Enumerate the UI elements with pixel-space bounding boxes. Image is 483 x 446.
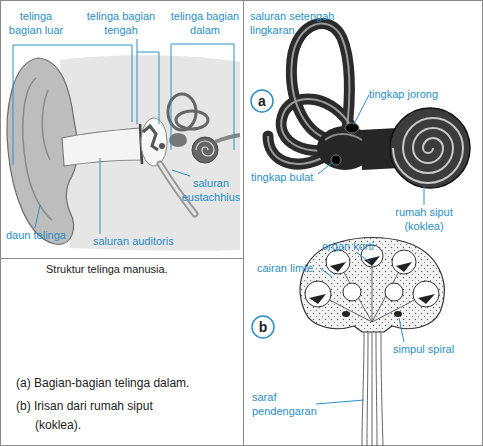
middle-ear-cavity: [141, 118, 167, 166]
stapes: [159, 143, 165, 149]
part-label: saraf pendengaran: [252, 390, 324, 418]
part-label: saluran eustachhius: [180, 176, 242, 204]
corti-membrane: [330, 262, 346, 272]
canal-highlight: [291, 24, 349, 140]
region-bracket: [137, 39, 159, 124]
leader-line: [356, 252, 370, 262]
leader-line: [424, 186, 425, 205]
cochlear-duct: [305, 281, 331, 307]
part-label: tingkap bulat: [251, 170, 336, 184]
part-label: tingkap jorong: [369, 87, 464, 101]
oval-window: [345, 123, 359, 133]
pinna-fold: [42, 90, 50, 160]
leader-line: [399, 318, 404, 342]
vestibule-highlight: [325, 134, 362, 140]
cochlear-duct: [343, 283, 361, 301]
semicircular-canal: [291, 24, 349, 140]
cochlea-shell: [390, 108, 470, 188]
nerve-fibre: [381, 332, 383, 446]
part-label: simpul spiral: [393, 342, 478, 356]
leader-line: [172, 170, 190, 176]
round-window: [331, 155, 341, 165]
leader-line: [354, 95, 369, 124]
cochlear-duct: [385, 283, 403, 301]
canal-highlight: [268, 136, 322, 164]
cochlea-outline: [300, 238, 444, 333]
nerve-fibre: [367, 332, 368, 446]
nerve-bundle: [362, 332, 383, 446]
region-bracket: [13, 45, 132, 165]
nerve-fibre: [362, 332, 364, 446]
part-label: daun telinga: [6, 228, 86, 242]
leader-group: [316, 95, 424, 404]
panel-divider: [243, 0, 244, 446]
leader-line: [316, 400, 364, 404]
ear-canal: [62, 128, 141, 166]
auditory-nerve: [215, 135, 240, 142]
part-label: organ korti: [322, 239, 392, 253]
figure-caption: Struktur telinga manusia.: [46, 262, 236, 276]
figure-caption: (a) Bagian-bagian telinga dalam.: [16, 374, 238, 392]
circle-label: b: [251, 315, 275, 339]
semicircular-canal: [176, 111, 208, 129]
leader-group: [13, 39, 234, 234]
region-bracket: [171, 44, 234, 150]
corti-membrane: [364, 256, 380, 266]
vestibule: [169, 133, 187, 147]
cochlea-spiral: [393, 118, 463, 183]
cochlea-section: [300, 238, 444, 446]
nerve-fibre: [376, 332, 377, 446]
region-label: telinga bagian dalam: [170, 9, 240, 37]
pinna-fold: [23, 78, 52, 220]
part-label: saluran auditoris: [93, 234, 193, 248]
ear-illustration: [7, 55, 240, 251]
leader-line: [318, 162, 333, 174]
labyrinth-illustration: [268, 24, 470, 188]
eustachian-tube: [160, 164, 195, 214]
leader-line: [320, 268, 332, 277]
circle-outline: [251, 90, 273, 112]
corti-membrane: [396, 262, 412, 272]
part-label: rumah siput (koklea): [388, 205, 460, 233]
panel-divider: [0, 258, 243, 259]
cochlear-duct: [392, 250, 416, 274]
panel-letter: b: [251, 315, 275, 339]
region-label: telinga bagian tengah: [82, 9, 160, 37]
eustachian-tube-lumen: [160, 164, 195, 214]
panel-letter: a: [250, 89, 274, 113]
corti-membrane: [309, 294, 326, 304]
part-label: cairan limfe: [257, 261, 332, 275]
part-label: saluran setengah lingkaran: [250, 9, 350, 37]
corti-membrane: [418, 294, 435, 304]
leader-line: [100, 158, 101, 234]
cochlear-duct: [326, 250, 350, 274]
head-tissue: [60, 55, 240, 251]
leader-line: [35, 205, 40, 228]
spiral-ganglion: [394, 311, 402, 317]
nerve-fibre: [372, 332, 373, 446]
circle-outline: [252, 316, 274, 338]
spiral-ganglion: [342, 311, 350, 317]
figure-caption: (b) Irisan dari rumah siput (koklea).: [16, 397, 186, 435]
cochlea-spiral: [196, 141, 214, 156]
region-label: telinga bagian luar: [4, 9, 68, 37]
ossicles: [143, 126, 158, 150]
cochlear-duct: [413, 281, 439, 307]
circle-label: a: [250, 89, 274, 113]
cochlea-small: [192, 137, 218, 163]
